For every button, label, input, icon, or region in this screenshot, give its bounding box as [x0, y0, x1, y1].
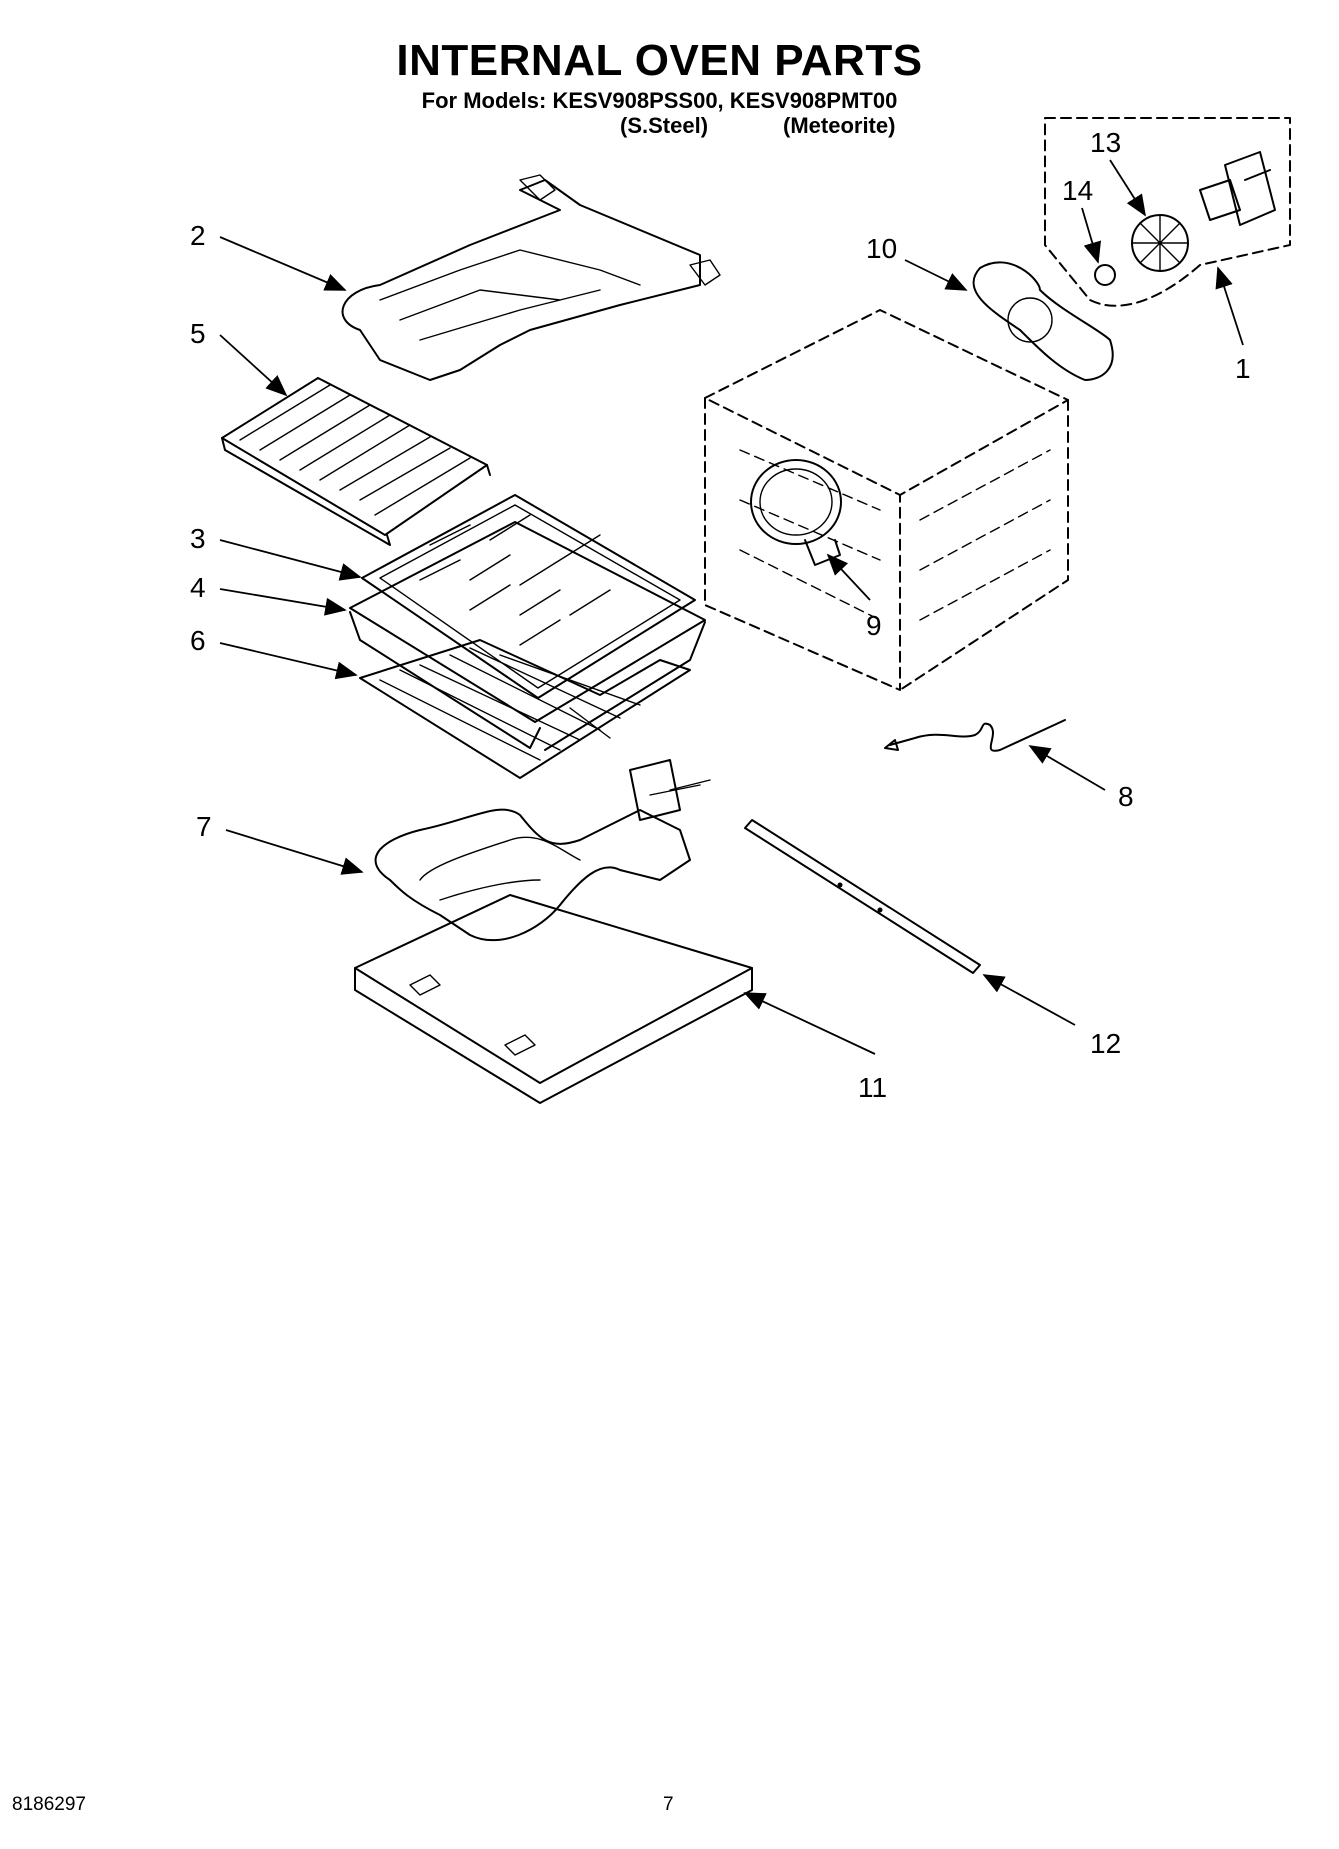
callout-10: 10 [866, 233, 897, 264]
callout-9: 9 [866, 610, 882, 641]
callout-6: 6 [190, 625, 206, 656]
callout-3: 3 [190, 523, 206, 554]
callout-12: 12 [1090, 1028, 1121, 1059]
convection-motor-assembly [1044, 117, 1291, 307]
oven-cavity [704, 309, 1069, 691]
callout-8: 8 [1118, 781, 1134, 812]
callout-11: 11 [858, 1072, 887, 1103]
variant-meteorite: (Meteorite) [783, 113, 896, 138]
callout-13: 13 [1090, 127, 1121, 158]
temperature-sensor [884, 719, 1066, 752]
leader-lines [219, 159, 1244, 1055]
oven-shelf [221, 377, 491, 546]
callout-14: 14 [1062, 175, 1093, 206]
variant-steel: (S.Steel) [620, 113, 709, 138]
page-title: INTERNAL OVEN PARTS [396, 36, 923, 85]
document-number: 8186297 [12, 1794, 86, 1815]
page-number: 7 [663, 1794, 674, 1815]
convection-element [750, 459, 842, 566]
broiler-pan-and-grid [349, 494, 706, 751]
callout-5: 5 [190, 318, 206, 349]
broil-element [341, 174, 721, 381]
callout-1: 1 [1235, 353, 1251, 384]
callout-2: 2 [190, 220, 206, 251]
side-rail [744, 819, 981, 974]
bottom-cover [354, 894, 753, 1104]
callout-4: 4 [190, 572, 206, 603]
models-line: For Models: KESV908PSS00, KESV908PMT00 [421, 88, 898, 113]
oven-rack [359, 639, 691, 779]
bake-element [374, 759, 711, 942]
fan-baffle [972, 261, 1114, 381]
callout-7: 7 [196, 811, 212, 842]
